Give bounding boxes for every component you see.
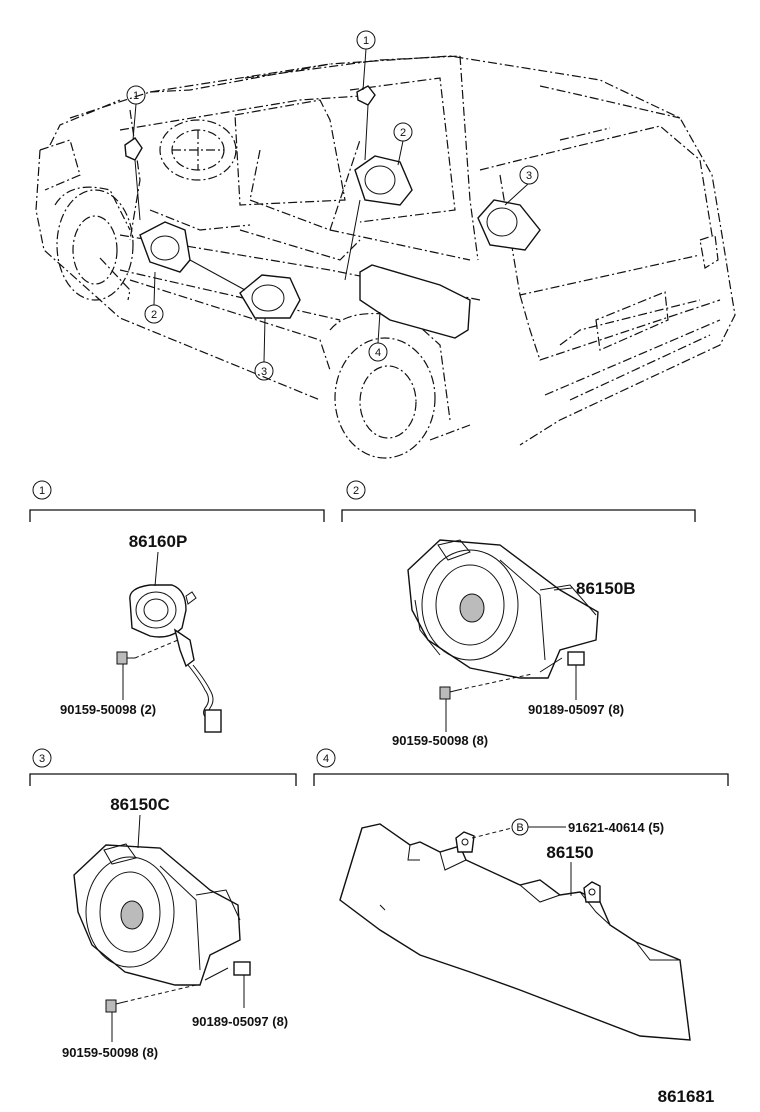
clip-nut-icon-2 bbox=[233, 961, 251, 976]
rear-speaker-assembly bbox=[73, 844, 241, 986]
callout-2-lower: 2 bbox=[151, 309, 157, 321]
subwoofer-housing bbox=[339, 823, 691, 1041]
subwoofer-box bbox=[359, 264, 471, 339]
svg-text:2: 2 bbox=[353, 485, 359, 497]
callout-b: B bbox=[516, 822, 523, 834]
screw-icon-2 bbox=[439, 686, 451, 700]
section-4-header: 4 bbox=[313, 748, 729, 786]
part-86150C: 86150C bbox=[110, 795, 170, 814]
rear-door-speaker bbox=[239, 274, 301, 319]
section-4-parts: B 91621-40614 (5) 86150 bbox=[339, 818, 691, 1041]
screw-icon-3 bbox=[105, 999, 117, 1013]
part-91621-40614: 91621-40614 (5) bbox=[568, 820, 664, 835]
callout-3-upper: 3 bbox=[526, 170, 532, 182]
svg-text:3: 3 bbox=[39, 753, 45, 765]
section-2-header: 2 bbox=[341, 480, 696, 522]
svg-text:4: 4 bbox=[323, 753, 329, 765]
part-90189-05097-sec3: 90189-05097 (8) bbox=[192, 1014, 288, 1029]
callout-2-upper: 2 bbox=[400, 127, 406, 139]
part-90189-05097-sec2: 90189-05097 (8) bbox=[528, 702, 624, 717]
part-90159-50098-qty2: 90159-50098 (2) bbox=[60, 702, 156, 717]
quarter-speaker bbox=[477, 199, 541, 251]
front-door-speaker bbox=[139, 221, 191, 273]
tweeter-right bbox=[356, 85, 376, 106]
section-3-header: 3 bbox=[29, 748, 297, 786]
section-1-parts: 86160P 90159-50098 (2) bbox=[60, 532, 222, 733]
section-1-header: 1 bbox=[29, 480, 325, 522]
dash-speaker bbox=[354, 155, 413, 206]
section-2-parts: 86150B 90189-05097 (8) 90159-50098 (8) bbox=[392, 539, 636, 748]
part-86160P: 86160P bbox=[129, 532, 188, 551]
tweeter-left bbox=[124, 137, 143, 161]
svg-text:1: 1 bbox=[39, 485, 45, 497]
callout-4: 4 bbox=[375, 347, 381, 359]
callout-3-lower: 3 bbox=[261, 366, 267, 378]
part-86150B: 86150B bbox=[576, 579, 636, 598]
part-90159-50098-sec2: 90159-50098 (8) bbox=[392, 733, 488, 748]
callout-1-left: 1 bbox=[133, 90, 139, 102]
vehicle-illustration: 1 1 2 2 3 3 4 bbox=[35, 30, 736, 459]
clip-nut-icon bbox=[567, 651, 585, 666]
screw-icon bbox=[116, 651, 128, 665]
callout-1-top: 1 bbox=[363, 35, 369, 47]
part-86150: 86150 bbox=[546, 843, 593, 862]
section-3-parts: 86150C 90189-05097 (8) 90159-50098 (8) bbox=[62, 795, 288, 1060]
tweeter-assembly bbox=[129, 584, 187, 638]
diagram-id: 861681 bbox=[658, 1087, 715, 1106]
tweeter-connector bbox=[204, 709, 222, 733]
part-90159-50098-sec3: 90159-50098 (8) bbox=[62, 1045, 158, 1060]
